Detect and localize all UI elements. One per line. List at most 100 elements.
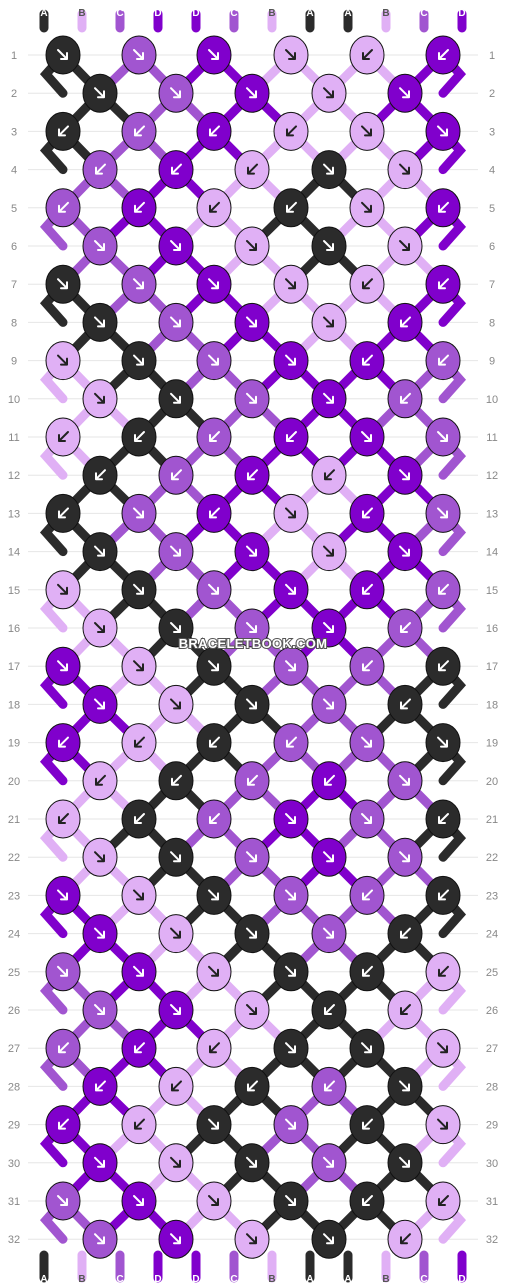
knot <box>82 379 118 419</box>
knot <box>387 684 423 724</box>
bottom-string-letter: B <box>78 1274 85 1285</box>
knot-direction-arrow-icon <box>361 431 372 442</box>
knot-direction-arrow-icon <box>170 1233 181 1245</box>
knot-direction-arrow-icon <box>57 660 68 672</box>
row-number-right: 22 <box>486 852 498 864</box>
row-number-right: 13 <box>486 508 498 520</box>
knot-direction-arrow-icon <box>323 163 334 175</box>
knot <box>273 875 309 915</box>
knot <box>387 73 423 113</box>
row-number-left: 12 <box>8 470 20 482</box>
knot-direction-arrow-icon <box>208 660 219 672</box>
knot-direction-arrow-icon <box>399 1080 410 1092</box>
knot-direction-arrow-icon <box>323 851 334 863</box>
knot-direction-arrow-icon <box>362 354 373 366</box>
knot-direction-arrow-icon <box>171 469 182 481</box>
knot <box>45 1105 81 1145</box>
knot-direction-arrow-icon <box>399 163 410 175</box>
knot-direction-arrow-icon <box>57 583 68 595</box>
knot <box>234 1219 270 1259</box>
knot-direction-arrow-icon <box>286 736 297 748</box>
knot-direction-arrow-icon <box>247 469 258 481</box>
knot-direction-arrow-icon <box>94 316 105 328</box>
row-number-left: 5 <box>11 203 17 215</box>
knot <box>82 684 118 724</box>
knot-direction-arrow-icon <box>134 1042 145 1054</box>
knot-direction-arrow-icon <box>208 583 219 595</box>
knot-direction-arrow-icon <box>58 1118 69 1130</box>
top-string-letter: C <box>116 8 123 19</box>
row-number-left: 31 <box>8 1196 20 1208</box>
knot <box>387 990 423 1030</box>
row-number-right: 5 <box>489 203 495 215</box>
knot-direction-arrow-icon <box>361 201 372 213</box>
knot-direction-arrow-icon <box>246 392 257 404</box>
knot <box>121 570 157 610</box>
knot <box>273 35 309 75</box>
knot <box>425 417 461 457</box>
knot-direction-arrow-icon <box>134 1118 145 1130</box>
knot <box>425 1028 461 1068</box>
knot-direction-arrow-icon <box>285 278 296 290</box>
knot <box>158 1066 194 1106</box>
knot-direction-arrow-icon <box>285 889 296 901</box>
knot <box>45 570 81 610</box>
knot-direction-arrow-icon <box>94 545 105 557</box>
knot-direction-arrow-icon <box>362 889 373 901</box>
row-number-left: 3 <box>11 126 17 138</box>
knot-direction-arrow-icon <box>170 1156 181 1168</box>
knot-direction-arrow-icon <box>208 965 219 977</box>
knot <box>196 570 232 610</box>
knot-direction-arrow-icon <box>94 240 105 251</box>
knot <box>311 302 347 342</box>
knot <box>158 914 194 954</box>
knot-direction-arrow-icon <box>246 545 257 557</box>
row-number-left: 24 <box>8 929 20 941</box>
knot-direction-arrow-icon <box>209 431 220 442</box>
knot <box>158 302 194 342</box>
knot <box>311 608 347 648</box>
knot <box>425 35 461 75</box>
knot-direction-arrow-icon <box>58 813 69 824</box>
row-number-right: 14 <box>486 547 498 559</box>
knot-direction-arrow-icon <box>400 622 411 633</box>
knot-grid <box>45 35 461 1259</box>
row-number-right: 11 <box>486 432 497 444</box>
knot-direction-arrow-icon <box>208 278 219 290</box>
knot <box>311 73 347 113</box>
knot <box>349 875 385 915</box>
knot-direction-arrow-icon <box>170 392 181 404</box>
knot-direction-arrow-icon <box>285 354 296 366</box>
knot-direction-arrow-icon <box>134 431 145 442</box>
knot-direction-arrow-icon <box>246 927 257 939</box>
top-string-letter: B <box>382 8 389 19</box>
knot-direction-arrow-icon <box>94 1004 105 1015</box>
knot <box>349 1028 385 1068</box>
knot <box>196 264 232 304</box>
knot <box>196 875 232 915</box>
knot <box>196 111 232 151</box>
knot-direction-arrow-icon <box>58 201 69 213</box>
knot-direction-arrow-icon <box>323 927 334 939</box>
knot-direction-arrow-icon <box>95 469 106 481</box>
knot <box>349 1181 385 1221</box>
knot-direction-arrow-icon <box>94 1233 105 1245</box>
knot <box>121 1105 157 1145</box>
knot <box>311 837 347 877</box>
knot <box>234 455 270 495</box>
row-number-right: 26 <box>486 1005 498 1017</box>
knot <box>273 264 309 304</box>
knot <box>196 799 232 839</box>
knot-direction-arrow-icon <box>171 1080 182 1092</box>
knot-direction-arrow-icon <box>170 1004 181 1015</box>
row-number-left: 30 <box>8 1158 20 1170</box>
knot <box>234 761 270 801</box>
knot-direction-arrow-icon <box>361 736 372 748</box>
knot-direction-arrow-icon <box>437 507 448 519</box>
bottom-string-letter: D <box>458 1274 465 1285</box>
knot <box>234 150 270 190</box>
knot <box>425 341 461 381</box>
knot-direction-arrow-icon <box>57 354 68 366</box>
knot <box>121 417 157 457</box>
knot-direction-arrow-icon <box>94 1156 105 1168</box>
